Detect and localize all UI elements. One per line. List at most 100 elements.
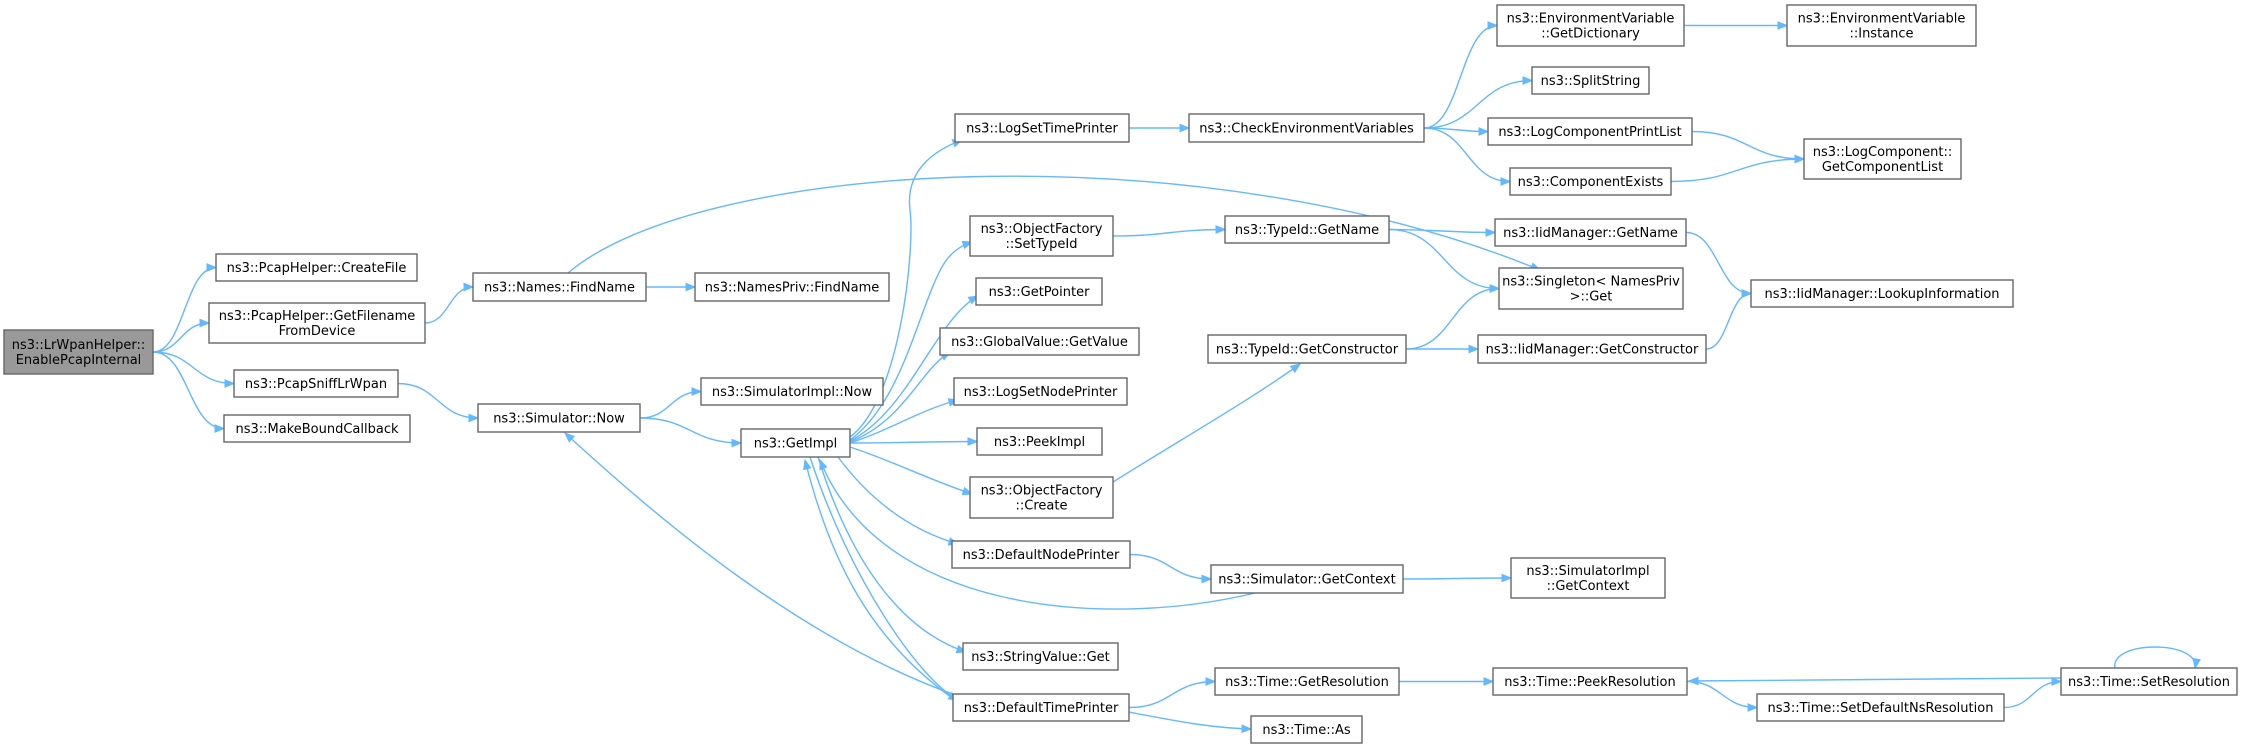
node-simimpl-getcontext[interactable]: ns3::SimulatorImpl::GetContext <box>1510 557 1666 599</box>
node-box <box>1509 167 1672 196</box>
edge-line <box>1685 231 1752 295</box>
node-box <box>952 693 1130 722</box>
node-makebound[interactable]: ns3::MakeBoundCallback <box>223 414 411 443</box>
node-label: ns3::IidManager::GetName <box>1503 226 1678 241</box>
node-label: ns3::Time::GetResolution <box>1225 675 1389 690</box>
node-label: ns3::DefaultNodePrinter <box>963 548 1120 563</box>
node-simimpl-now[interactable]: ns3::SimulatorImpl::Now <box>700 377 884 406</box>
node-time-setresolution[interactable]: ns3::Time::SetResolution <box>2060 667 2238 696</box>
node-defaulttimeprinter[interactable]: ns3::DefaultTimePrinter <box>952 693 1130 722</box>
node-iidmanager-getname[interactable]: ns3::IidManager::GetName <box>1494 218 1687 247</box>
node-logcomponentprintlist[interactable]: ns3::LogComponentPrintList <box>1487 117 1693 146</box>
arrowhead-icon <box>1501 573 1513 583</box>
node-box <box>1210 564 1404 594</box>
arrowhead-icon <box>1741 289 1753 298</box>
node-typeid-getname[interactable]: ns3::TypeId::GetName <box>1224 215 1390 244</box>
node-logcomponent-getlist[interactable]: ns3::LogComponent::GetComponentList <box>1803 138 1962 180</box>
arrowhead-icon <box>214 424 226 433</box>
node-iidmanager-getconstructor[interactable]: ns3::IidManager::GetConstructor <box>1477 334 1707 364</box>
arrowhead-icon <box>967 437 979 446</box>
edge-line <box>819 459 1256 610</box>
node-singleton-get[interactable]: ns3::Singleton< NamesPriv >::Get <box>1498 267 1684 310</box>
node-pcap-sniff[interactable]: ns3::PcapSniffLrWpan <box>233 369 399 398</box>
node-box <box>1496 4 1685 47</box>
node-box <box>1756 693 2005 722</box>
edge-line <box>1112 228 1226 237</box>
node-getimpl[interactable]: ns3::GetImpl <box>740 428 851 458</box>
node-box <box>740 428 851 458</box>
arrowhead-icon <box>1522 76 1534 85</box>
node-time-setdefaultnsresolution[interactable]: ns3::Time::SetDefaultNsResolution <box>1756 693 2005 722</box>
node-label: ns3::CheckEnvironmentVariables <box>1199 122 1414 137</box>
node-stringvalue-get[interactable]: ns3::StringValue::Get <box>962 642 1119 671</box>
edge-getimpl-to-defaultnodeprinter <box>837 456 960 546</box>
arrowhead-icon <box>691 387 703 396</box>
edge-line <box>639 417 742 444</box>
edge-getimpl-to-stringvalue_get <box>817 456 968 654</box>
node-box <box>1224 215 1390 244</box>
node-label: ns3::GlobalValue::GetValue <box>951 335 1128 350</box>
arrowhead-icon <box>564 432 575 443</box>
edge-line <box>1388 228 1496 234</box>
node-splitstring[interactable]: ns3::SplitString <box>1531 66 1650 95</box>
node-time-as[interactable]: ns3::Time::As <box>1250 715 1363 744</box>
call-nodes: ns3::LrWpanHelper::EnablePcapInternalns3… <box>3 4 2238 744</box>
edge-line <box>1129 553 1212 580</box>
arrowhead-icon <box>1483 677 1495 686</box>
node-globalvalue-getvalue[interactable]: ns3::GlobalValue::GetValue <box>939 327 1140 356</box>
edge-line <box>837 456 959 545</box>
node-iidmanager-lookup[interactable]: ns3::IidManager::LookupInformation <box>1750 279 2014 308</box>
node-time-getresolution[interactable]: ns3::Time::GetResolution <box>1214 667 1400 696</box>
edge-line <box>1423 79 1533 129</box>
node-label: ns3::EnvironmentVariable <box>1507 12 1675 27</box>
arrowhead-icon <box>731 438 743 448</box>
node-names-findname[interactable]: ns3::Names::FindName <box>472 272 647 302</box>
node-box <box>3 329 154 375</box>
arrowhead-icon <box>1205 677 1217 686</box>
node-envvar-getdictionary[interactable]: ns3::EnvironmentVariable::GetDictionary <box>1496 4 1685 47</box>
node-getpointer[interactable]: ns3::GetPointer <box>975 277 1103 306</box>
node-box <box>962 642 1119 671</box>
node-logsetnodeprinter[interactable]: ns3::LogSetNodePrinter <box>953 377 1128 406</box>
node-logsettimeprinter[interactable]: ns3::LogSetTimePrinter <box>954 113 1130 143</box>
node-box <box>1487 117 1693 146</box>
edge-defaultnodeprinter-to-simulator_getcontext <box>1129 553 1213 584</box>
edge-checkenvvars-to-envvar_getdictionary <box>1423 21 1499 129</box>
node-label: ns3::PeekImpl <box>994 435 1085 450</box>
node-label: ns3::EnvironmentVariable <box>1798 12 1966 27</box>
arrowhead-icon <box>1500 177 1512 186</box>
arrowhead-icon <box>803 458 812 471</box>
edge-line <box>2114 646 2196 669</box>
node-label: ns3::LogSetNodePrinter <box>964 385 1118 400</box>
node-namespriv-findname[interactable]: ns3::NamesPriv::FindName <box>694 272 890 302</box>
node-checkenvvars[interactable]: ns3::CheckEnvironmentVariables <box>1188 113 1425 143</box>
node-objfactory-create[interactable]: ns3::ObjectFactory::Create <box>969 476 1114 519</box>
node-objfactory-settypeid[interactable]: ns3::ObjectFactory::SetTypeId <box>969 215 1114 257</box>
edge-typeid_getconstructor-to-singleton_get <box>1405 284 1501 350</box>
node-componentexists[interactable]: ns3::ComponentExists <box>1509 167 1672 196</box>
node-peekimpl[interactable]: ns3::PeekImpl <box>976 427 1103 456</box>
node-time-peekresolution[interactable]: ns3::Time::PeekResolution <box>1492 667 1688 696</box>
node-box <box>1531 66 1650 95</box>
edge-defaulttimeprinter-to-time_as <box>1128 711 1253 734</box>
node-envvar-instance[interactable]: ns3::EnvironmentVariable::Instance <box>1786 4 1977 47</box>
edge-getimpl-to-getpointer <box>849 295 980 442</box>
arrowhead-icon <box>1201 574 1213 584</box>
node-defaultnodeprinter[interactable]: ns3::DefaultNodePrinter <box>951 540 1131 569</box>
node-simulator-getcontext[interactable]: ns3::Simulator::GetContext <box>1210 564 1404 594</box>
node-simulator-now[interactable]: ns3::Simulator::Now <box>477 403 641 433</box>
edge-objfactory_create-to-typeid_getconstructor <box>1112 363 1302 483</box>
node-box <box>969 215 1114 257</box>
edge-line <box>1670 158 1805 183</box>
edge-line <box>1402 577 1512 580</box>
node-label: ns3::Time::As <box>1262 723 1351 738</box>
node-pcap-createfile[interactable]: ns3::PcapHelper::CreateFile <box>215 253 418 282</box>
node-box <box>1207 334 1407 364</box>
arrowhead-icon <box>1215 225 1227 234</box>
edge-time_setresolution-to-time_peekresolution <box>1687 676 2062 686</box>
edge-line <box>1405 287 1500 350</box>
node-label: ns3::Time::SetDefaultNsResolution <box>1768 701 1994 716</box>
node-typeid-getconstructor[interactable]: ns3::TypeId::GetConstructor <box>1207 334 1407 364</box>
arrowhead-icon <box>1485 228 1497 237</box>
